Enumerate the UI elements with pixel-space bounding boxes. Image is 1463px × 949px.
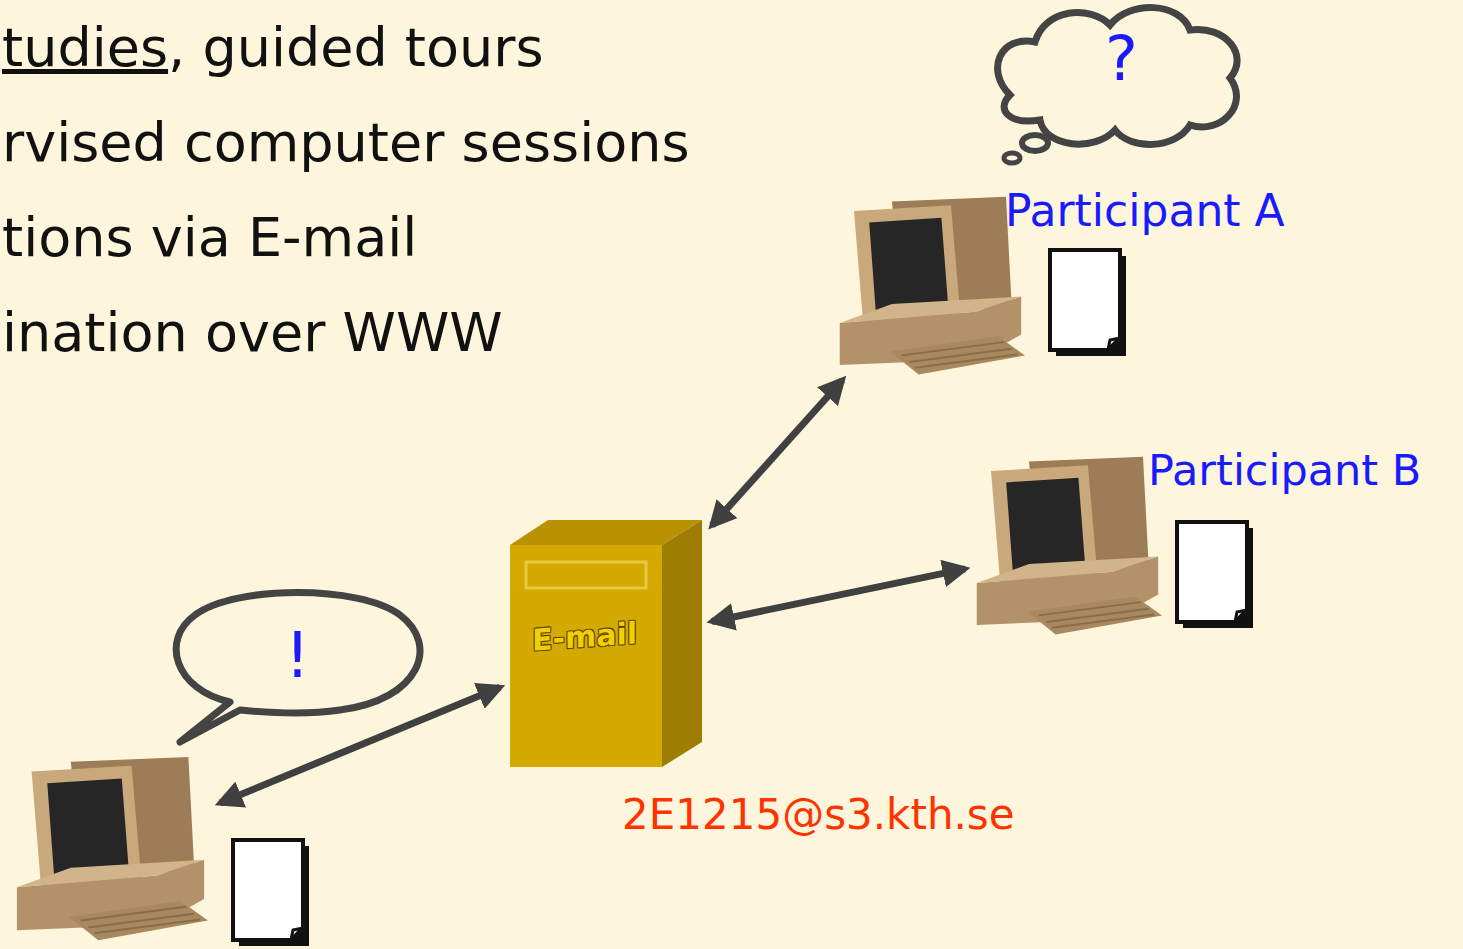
bullet-text: ination over WWW xyxy=(2,303,503,362)
participant-computer: Participant B xyxy=(975,455,1160,640)
double-arrow xyxy=(712,569,965,622)
node-text: ? xyxy=(1105,25,1138,93)
node-text: E-mail xyxy=(532,616,637,656)
bullet-text: tudies xyxy=(2,18,168,77)
double-arrow xyxy=(712,380,842,525)
node-text: Participant B xyxy=(1148,447,1421,494)
bullet-text: tions via E-mail xyxy=(2,208,417,267)
participant-computer: ?Participant A xyxy=(840,195,1020,370)
bullet-text: rvised computer sessions xyxy=(2,113,690,172)
node-text: 2E1215@s3.kth.se xyxy=(622,792,1015,838)
sender-computer: ! xyxy=(15,750,210,945)
double-arrow xyxy=(220,687,500,803)
node-text: ! xyxy=(285,622,310,690)
bullet-text: , guided tours xyxy=(168,18,544,77)
mail-server: E-mail2E1215@s3.kth.se xyxy=(510,520,702,767)
node-text: Participant A xyxy=(1005,187,1285,235)
